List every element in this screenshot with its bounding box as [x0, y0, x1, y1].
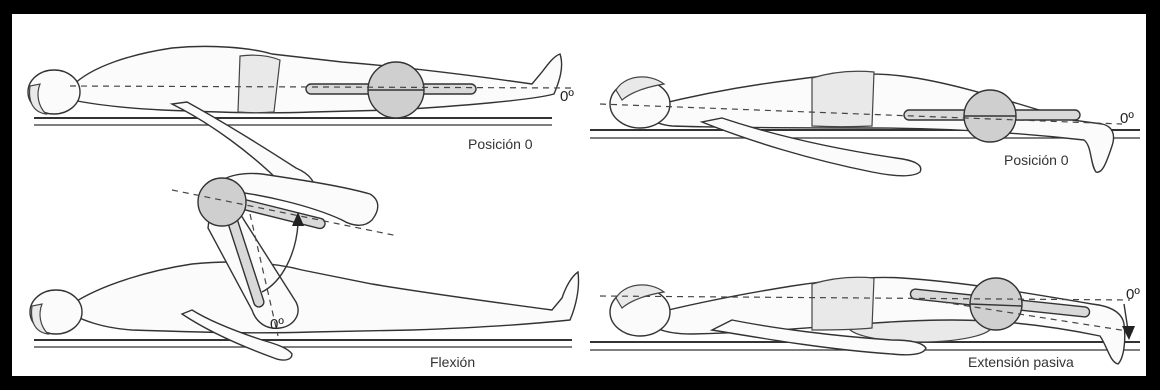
prone-passive-extension-caption: Extensión pasiva — [968, 354, 1074, 370]
supine-flexion-caption: Flexión — [430, 354, 475, 370]
supine-position-zero-caption: Posición 0 — [468, 136, 533, 152]
figure-panel: 0º 0º 0º 0º Posición 0 Posición 0 Flexió… — [12, 14, 1146, 376]
supine-flexion-figure — [30, 173, 579, 360]
prone-passive-extension-angle: 0º — [1126, 286, 1140, 303]
prone-position-zero-caption: Posición 0 — [1004, 152, 1069, 168]
supine-position-zero-angle: 0º — [560, 88, 574, 105]
prone-passive-extension-figure — [590, 277, 1140, 364]
supine-flexion-angle: 0º — [270, 316, 284, 333]
supine-position-zero-figure — [28, 46, 572, 194]
hip-goniometry-illustration — [12, 14, 1146, 376]
prone-position-zero-angle: 0º — [1120, 110, 1134, 127]
